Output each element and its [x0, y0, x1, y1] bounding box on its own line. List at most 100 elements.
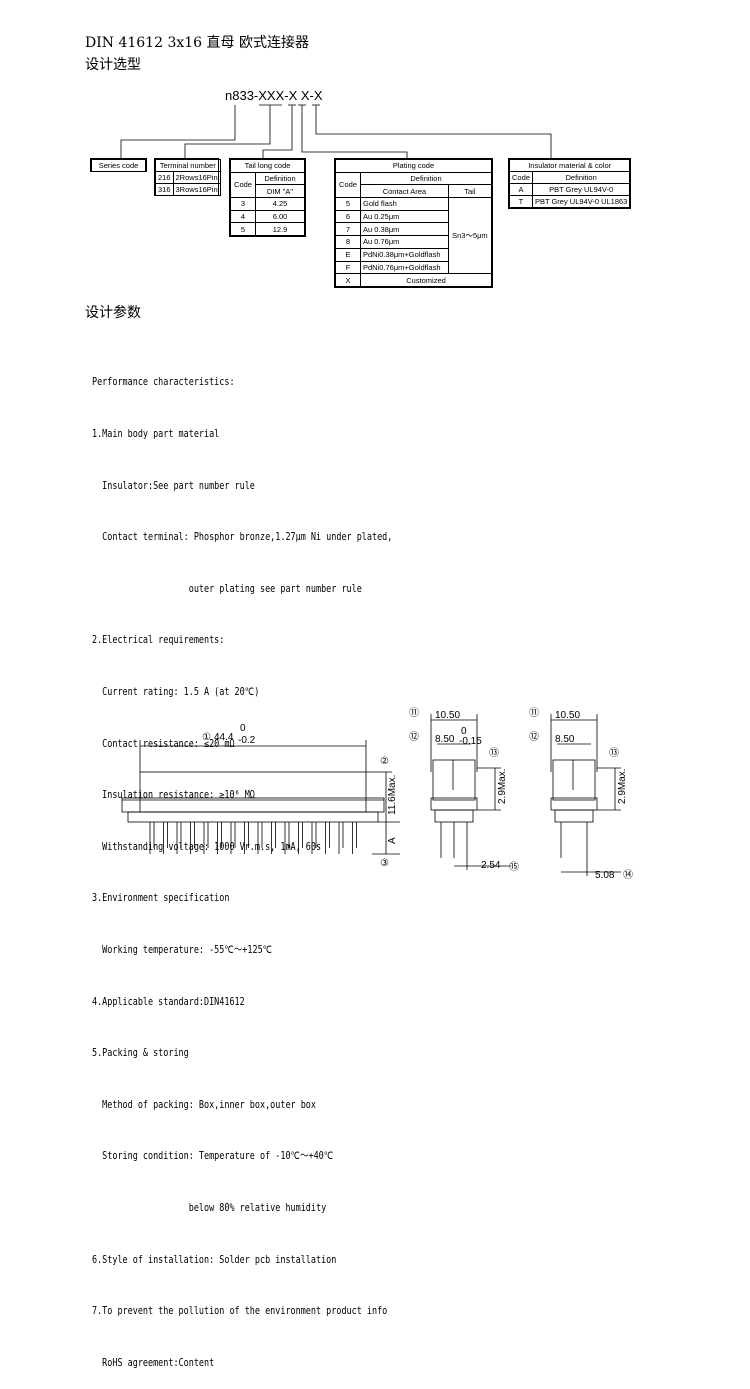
- perf-line: Contact terminal: Phosphor bronze,1.27μm…: [92, 532, 393, 544]
- tail-def-label: Definition: [255, 171, 305, 186]
- insulator-header: Insulator material & color: [508, 159, 631, 172]
- front-pins: [149, 822, 357, 854]
- insulator-def-label: Definition: [531, 171, 631, 184]
- plating-contact: PdNi0.76μm+Goldflash: [360, 260, 449, 275]
- plating-custom: Customized: [360, 273, 492, 287]
- dim-width-1: 10.50: [435, 710, 460, 721]
- terminal-def: 2Rows16Pin: [172, 171, 221, 184]
- perf-line: Performance characteristics:: [92, 377, 235, 389]
- dim-a: A: [387, 837, 398, 844]
- section-heading-parameters: 设计参数: [85, 305, 141, 321]
- plating-tail-value: Sn3～5μm: [447, 197, 493, 275]
- callout-13-b: ⑬: [609, 747, 619, 759]
- dim-pitch-2: 5.08: [595, 870, 615, 881]
- callout-12: ⑫: [409, 731, 419, 743]
- plating-contact: Au 0.38μm: [360, 222, 449, 237]
- dim-side-height-b: 2.9Max.: [617, 768, 628, 804]
- series-code-label: Series code: [91, 159, 146, 172]
- plating-tail-label: Tail: [447, 184, 493, 199]
- side-view-drawing-2: ⑪ 10.50 ⑫ 8.50 ⑬ 2.9Max. 5.08 ⑭: [529, 707, 633, 881]
- plating-code: 6: [335, 209, 361, 224]
- dim-length: 44.4: [214, 732, 234, 743]
- plating-code-label: Code: [335, 171, 361, 199]
- perf-line: 5.Packing & storing: [92, 1048, 189, 1060]
- perf-line: Withstanding voltage: 1000 Vr.m.s, 1mA, …: [92, 841, 322, 853]
- insulator-code: T: [509, 195, 533, 208]
- tail-code: 3: [230, 196, 256, 211]
- dim-length-tol-top: 0: [240, 723, 246, 734]
- perf-line: below 80% relative humidity: [92, 1202, 327, 1214]
- front-view-drawing: ① 44.4 0 -0.2 ② ③ 11.6Max. A: [121, 723, 400, 869]
- perf-line: 6.Style of installation: Solder pcb inst…: [92, 1254, 337, 1266]
- part-number-code: n833-XXX-X X-X: [225, 88, 323, 103]
- plating-code: 8: [335, 235, 361, 249]
- tail-code: 4: [230, 209, 256, 224]
- plating-contact-label: Contact Area: [360, 184, 449, 199]
- callout-13: ⑬: [489, 747, 499, 759]
- dim-inner-tol-top: 0: [461, 726, 467, 737]
- dim-inner-2: 8.50: [555, 734, 575, 745]
- dim-pitch-1: 2.54: [481, 860, 501, 871]
- page-title: DIN 41612 3x16 直母 欧式连接器: [85, 35, 309, 51]
- side-view-drawing-1: ⑪ 10.50 ⑫ 8.50 0 -0.15 ⑬ 2.9Max. 2.54 ⑮: [409, 707, 519, 873]
- insulator-def: PBT Grey UL94V-0 UL1863: [531, 195, 631, 208]
- tail-code: 5: [230, 222, 256, 236]
- series-code-box: Series code: [90, 158, 147, 172]
- callout-11-b: ⑪: [529, 707, 539, 719]
- plating-code: X: [335, 273, 361, 287]
- terminal-code: 316: [155, 183, 174, 196]
- tail-header: Tail long code: [230, 159, 305, 173]
- callout-12-b: ⑫: [529, 731, 539, 743]
- perf-line: Method of packing: Box,inner box,outer b…: [92, 1099, 316, 1111]
- perf-line: Storing condition: Temperature of -10℃～+…: [92, 1151, 334, 1163]
- dim-height: 11.6Max.: [387, 775, 398, 815]
- section-heading-selection: 设计选型: [85, 57, 141, 73]
- tail-value: 6.00: [255, 209, 305, 224]
- callout-15: ⑮: [509, 861, 519, 873]
- callout-2: ②: [380, 756, 389, 767]
- tail-value: 12.9: [255, 222, 305, 236]
- perf-line: 7.To prevent the pollution of the enviro…: [92, 1306, 388, 1318]
- dim-width-2: 10.50: [555, 710, 580, 721]
- callout-3: ③: [380, 858, 389, 869]
- plating-contact: Au 0.25μm: [360, 209, 449, 224]
- plating-contact: Au 0.76μm: [360, 235, 449, 249]
- tail-value: 4.25: [255, 196, 305, 211]
- terminal-header: Terminal number: [155, 159, 221, 172]
- perf-line: outer plating see part number rule: [92, 583, 362, 595]
- plating-contact: Gold flash: [360, 197, 449, 211]
- perf-line: Insulation resistance: ≥10⁶ MΩ: [92, 790, 255, 802]
- callout-1: ①: [202, 732, 211, 743]
- callout-11: ⑪: [409, 707, 419, 719]
- plating-code: 7: [335, 222, 361, 237]
- plating-def-label: Definition: [360, 171, 492, 186]
- terminal-code: 216: [155, 171, 174, 184]
- callout-14: ⑭: [623, 869, 633, 881]
- terminal-def: 3Rows16Pin: [172, 183, 221, 196]
- part-number-leader-lines: [120, 104, 552, 158]
- dim-length-tol-bot: -0.2: [238, 735, 256, 746]
- perf-line: RoHS agreement:Content: [92, 1357, 215, 1369]
- perf-line: 4.Applicable standard:DIN41612: [92, 996, 245, 1008]
- plating-code: 5: [335, 197, 361, 211]
- perf-line: 2.Electrical requirements:: [92, 635, 225, 647]
- plating-code: E: [335, 247, 361, 262]
- perf-line: Contact resistance: ≤20 mΩ: [92, 738, 235, 750]
- plating-code: F: [335, 260, 361, 275]
- dim-inner-1: 8.50: [435, 734, 455, 745]
- insulator-code: A: [509, 183, 533, 196]
- insulator-def: PBT Grey UL94V-0: [531, 183, 631, 196]
- part-number-diagram: n833-XXX-X X-X Series code Terminal numb…: [85, 88, 645, 293]
- dim-side-height: 2.9Max.: [497, 768, 508, 804]
- perf-line: Current rating: 1.5 A (at 20℃): [92, 686, 260, 698]
- perf-line: 1.Main body part material: [92, 429, 220, 440]
- plating-contact: PdNi0.38μm+Goldflash: [360, 247, 449, 262]
- tail-dim-label: DIM "A": [255, 184, 305, 198]
- dim-inner-tol-bot: -0.15: [459, 736, 482, 747]
- plating-header: Plating code: [335, 159, 492, 173]
- perf-line: Insulator:See part number rule: [92, 480, 255, 492]
